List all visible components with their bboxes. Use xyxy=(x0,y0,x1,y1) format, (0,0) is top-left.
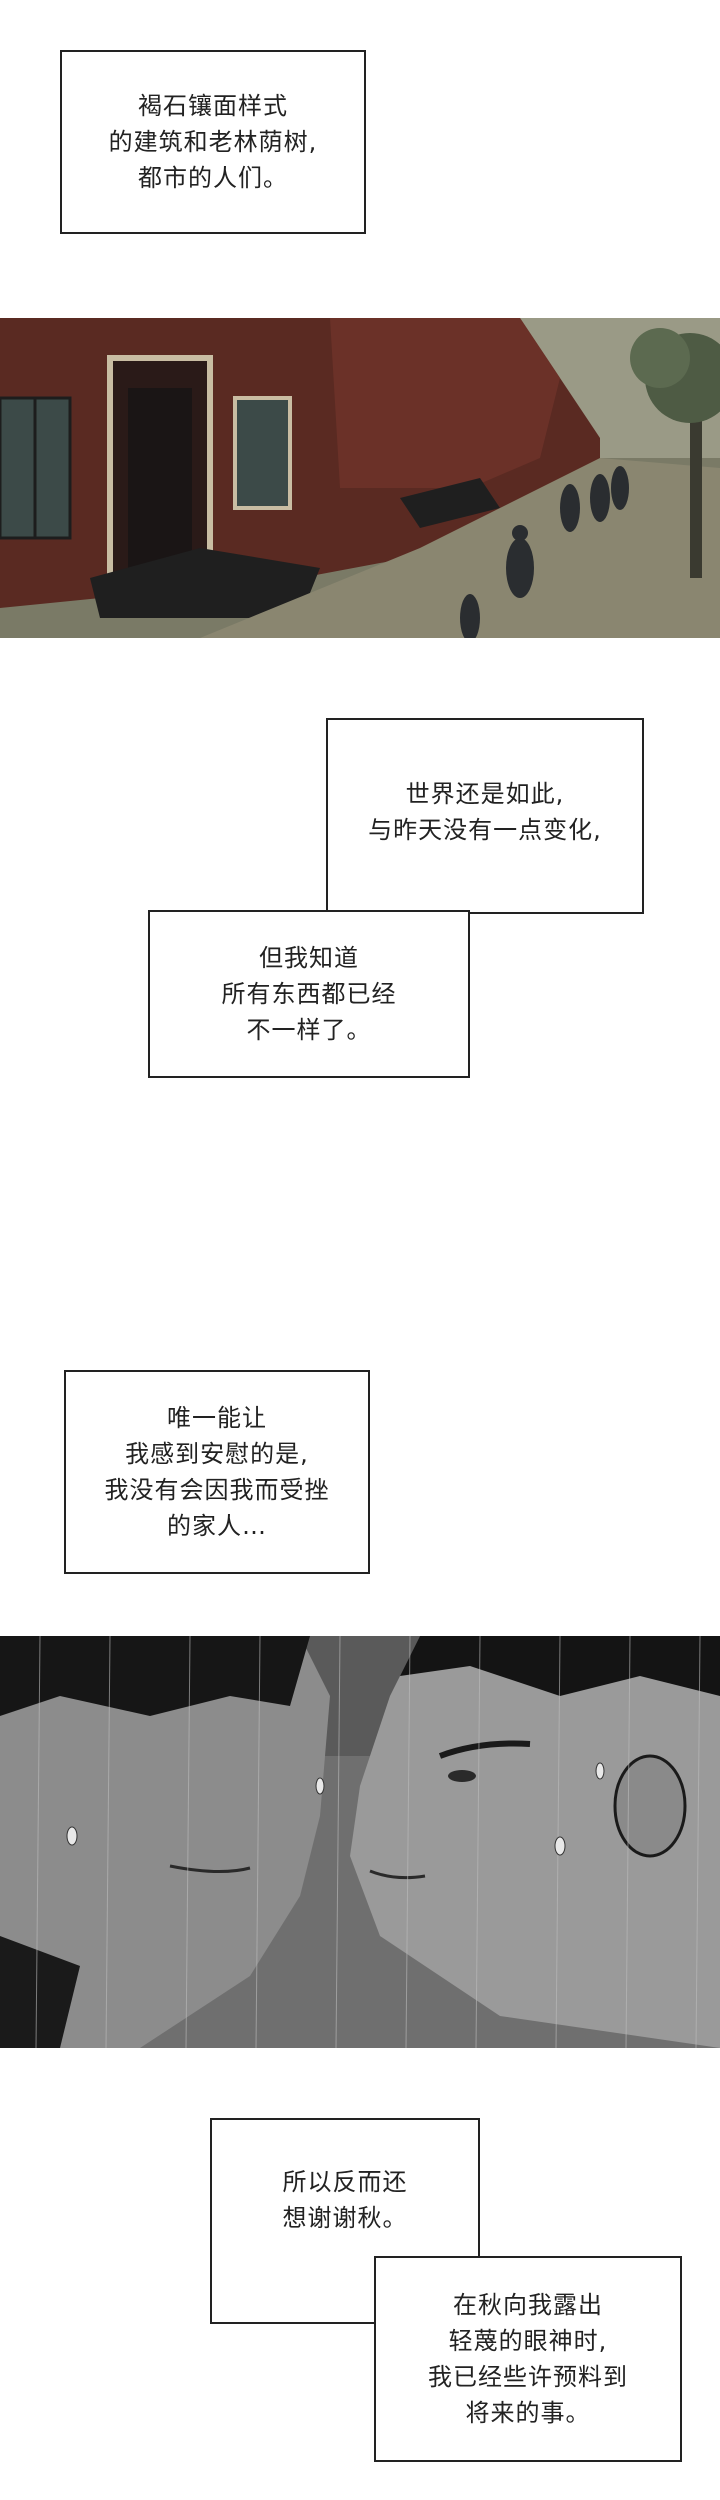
caption-box-3: 但我知道 所有东西都已经 不一样了。 xyxy=(148,910,470,1078)
caption-1-line-2: 的建筑和老林荫树, xyxy=(108,128,318,156)
rain-faces-panel xyxy=(0,1636,720,2048)
caption-4-line-3: 我没有会因我而受挫 xyxy=(104,1476,330,1504)
caption-3-line-3: 不一样了。 xyxy=(246,1016,372,1044)
caption-4-line-4: 的家人… xyxy=(167,1512,267,1540)
rain-faces-illustration xyxy=(0,1636,720,2048)
caption-1-line-1: 褐石镶面样式 xyxy=(137,92,288,120)
street-scene-panel xyxy=(0,318,720,638)
caption-6-line-2: 轻蔑的眼神时, xyxy=(448,2327,608,2355)
caption-3-line-1: 但我知道 xyxy=(259,944,359,972)
caption-3-line-2: 所有东西都已经 xyxy=(221,980,397,1008)
caption-1-line-3: 都市的人们。 xyxy=(137,164,288,192)
caption-6-line-3: 我已经些许预料到 xyxy=(428,2363,628,2391)
caption-4-line-1: 唯一能让 xyxy=(167,1404,267,1432)
caption-6-line-1: 在秋向我露出 xyxy=(453,2291,603,2319)
caption-box-6: 在秋向我露出 轻蔑的眼神时, 我已经些许预料到 将来的事。 xyxy=(374,2256,682,2462)
caption-5-line-1: 所以反而还 xyxy=(282,2168,408,2196)
street-scene-illustration xyxy=(0,318,720,638)
caption-box-1: 褐石镶面样式 的建筑和老林荫树, 都市的人们。 xyxy=(60,50,366,234)
caption-box-4: 唯一能让 我感到安慰的是, 我没有会因我而受挫 的家人… xyxy=(64,1370,370,1574)
caption-2-line-2: 与昨天没有一点变化, xyxy=(368,816,602,844)
caption-2-line-1: 世界还是如此, xyxy=(405,780,565,808)
caption-box-2: 世界还是如此, 与昨天没有一点变化, xyxy=(326,718,644,914)
caption-6-line-4: 将来的事。 xyxy=(465,2399,591,2427)
caption-4-line-2: 我感到安慰的是, xyxy=(125,1440,309,1468)
caption-5-line-2: 想谢谢秋。 xyxy=(282,2204,408,2232)
